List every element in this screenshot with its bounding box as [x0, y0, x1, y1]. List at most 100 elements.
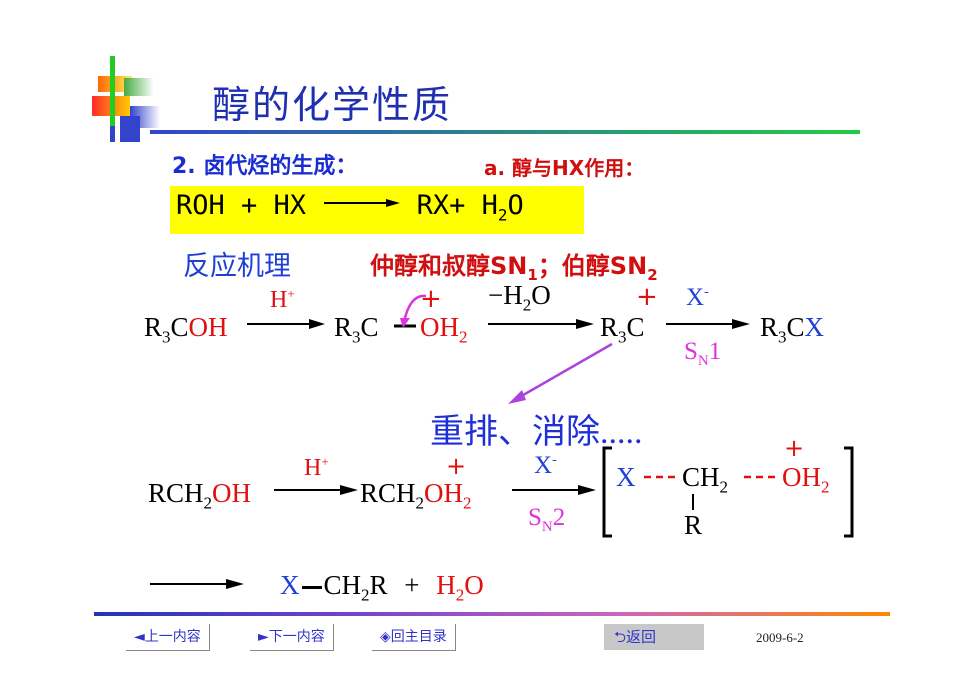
- oh2-OH: OH: [420, 312, 459, 342]
- rch2-O: O: [424, 478, 444, 508]
- minus-h2o-O: O: [531, 280, 551, 310]
- x-sup: -: [704, 284, 709, 300]
- arrow-6: [150, 579, 244, 589]
- r3c-C: C: [360, 312, 379, 342]
- arrow-2: [488, 319, 594, 329]
- oxonium-charge: +: [420, 284, 442, 314]
- slide-logo: [90, 56, 170, 146]
- equation-highlight: [170, 186, 584, 234]
- overall-equation: ROH + HX RX+ H2O: [176, 190, 524, 224]
- water-H: H: [436, 570, 456, 600]
- h2-label: H: [304, 455, 322, 481]
- back-button[interactable]: ⮌返回: [604, 624, 704, 650]
- minus-water: −H2O: [488, 280, 551, 315]
- minus-h: −H: [488, 280, 523, 310]
- reaction-arrow: [322, 184, 401, 215]
- mechanism-label: 反应机理: [183, 251, 291, 281]
- h2o-subscript: 2: [497, 205, 508, 225]
- bond-and-curved-arrow: [394, 294, 427, 328]
- x2-sup: -: [552, 452, 557, 468]
- water-O: O: [464, 570, 484, 600]
- arrow-1: [247, 319, 325, 329]
- sn2-S: S: [528, 504, 542, 531]
- r3c-oh2-molecule: R3C: [334, 312, 379, 347]
- r3coh-C: C: [170, 312, 189, 342]
- cation-R: R: [600, 312, 619, 342]
- ts-R: R: [684, 510, 703, 540]
- sn2-two: 2: [552, 504, 566, 531]
- final-plus: +: [404, 570, 420, 600]
- ts-charge: +: [784, 434, 805, 462]
- h2-sup: +: [321, 454, 329, 469]
- arrow-4: [274, 485, 358, 495]
- page-title: 醇的化学性质: [212, 83, 453, 127]
- r3coh-sub: 3: [162, 327, 171, 347]
- section-heading: 2. 卤代烃的生成：: [172, 154, 358, 179]
- product-X: X: [804, 312, 825, 342]
- sn-label-part1: 仲醇和叔醇SN: [370, 252, 528, 280]
- equation-products: RX+ H: [416, 190, 498, 221]
- oh2-sub: 2: [459, 327, 468, 347]
- oxonium-charge-2: +: [446, 452, 467, 480]
- arrow-5: [512, 485, 596, 495]
- rch2oh-OH: OH: [212, 478, 252, 508]
- final-sub: 2: [361, 585, 370, 605]
- product-sub: 3: [778, 327, 787, 347]
- sn1-label: SN1: [684, 338, 721, 370]
- sn2-subscript: 2: [647, 265, 658, 284]
- halide-reagent-2: X-: [534, 452, 557, 480]
- carbocation: R3C: [600, 312, 645, 347]
- final-R: R: [369, 570, 388, 600]
- ts-X: X: [616, 462, 636, 492]
- rch2oh-RCH: RCH: [148, 478, 204, 508]
- transition-state-brackets: [602, 446, 854, 538]
- r3c-sub: 3: [352, 327, 361, 347]
- h-label: H: [270, 287, 288, 313]
- subsection-heading: a. 醇与HX作用：: [484, 156, 645, 180]
- minus-h2o-sub: 2: [522, 295, 532, 315]
- rch2-sub: 2: [415, 493, 425, 513]
- sn1-N: N: [697, 353, 709, 369]
- final-CH: CH: [323, 570, 362, 600]
- hplus-reagent-1: H+: [270, 286, 295, 314]
- ts-OH2: OH2: [782, 462, 830, 497]
- final-bond: [301, 586, 322, 590]
- r3coh-molecule: R3COH: [144, 312, 228, 347]
- ts-sub2: 2: [821, 477, 830, 497]
- cation-sub: 3: [618, 327, 627, 347]
- rch2oh-sub: 2: [203, 493, 213, 513]
- rch2-sub2: 2: [463, 493, 472, 513]
- slide-date: 2009-6-2: [756, 630, 804, 645]
- water-sub: 2: [455, 585, 465, 605]
- next-button[interactable]: ►下一内容: [250, 624, 334, 651]
- home-button[interactable]: ◈回主目录: [372, 624, 456, 651]
- h2o-oxygen: O: [507, 190, 524, 221]
- cation-C: C: [626, 312, 645, 342]
- r3cx-product: R3CX: [760, 312, 824, 347]
- rch2oh-molecule: RCH2OH: [148, 478, 251, 513]
- hplus-reagent-2: H+: [304, 454, 329, 482]
- equation-reactants: ROH + HX: [176, 190, 307, 221]
- ts-sub: 2: [719, 477, 729, 497]
- prev-button[interactable]: ◄上一内容: [126, 624, 210, 651]
- sn-classification: 仲醇和叔醇SN1；伯醇SN2: [370, 246, 658, 284]
- sn1-S: S: [684, 338, 698, 365]
- rch2-RCH: RCH: [360, 478, 416, 508]
- sn2-N: N: [541, 519, 553, 535]
- x-label: X: [686, 284, 705, 311]
- protonated-alcohol: RCH2OH2: [360, 478, 472, 513]
- ts-CH2: CH2: [682, 462, 728, 497]
- x2-label: X: [534, 452, 553, 479]
- rearrangement-arrow: [508, 342, 613, 404]
- arrow-3: [666, 319, 750, 329]
- rch2-H: H: [443, 478, 464, 508]
- r3coh-OH: OH: [188, 312, 228, 342]
- rearrangement-label: 重排、消除.....: [430, 414, 643, 451]
- product-R: R: [760, 312, 779, 342]
- r3coh-R: R: [144, 312, 163, 342]
- carbocation-charge: +: [636, 282, 658, 312]
